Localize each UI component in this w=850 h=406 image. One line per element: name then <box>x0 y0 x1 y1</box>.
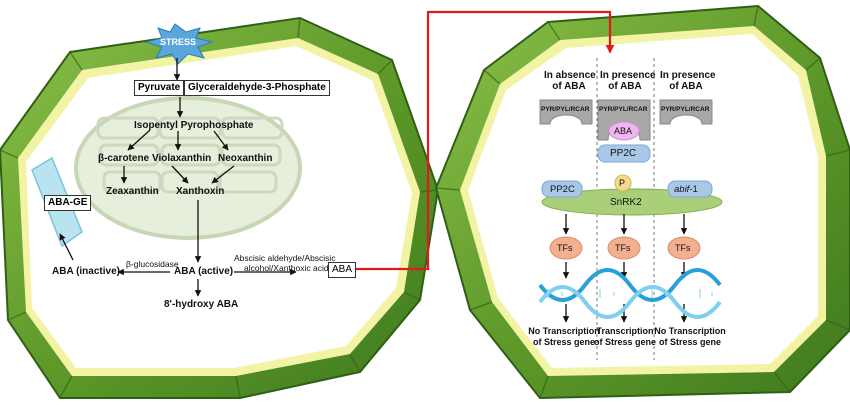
xanthoxic-acid-label: alcohol/Xanthoxic acid <box>244 263 329 273</box>
no-tx-2-line1: No Transcription <box>654 326 726 336</box>
col3-title: In presence of ABA <box>660 70 716 92</box>
col1-title-line1: In absence <box>544 70 596 81</box>
phosphate-label: P <box>619 178 626 188</box>
col3-title-line1: In presence <box>660 70 716 81</box>
col2-title-line1: In presence <box>600 70 656 81</box>
beta-glucosidase-label: β-glucosidase <box>126 259 179 269</box>
right-wall-segments <box>435 5 850 399</box>
abif1-shape <box>667 180 713 198</box>
stress-star-icon <box>144 23 214 65</box>
aba-in-receptor-label: ABA <box>614 126 633 136</box>
stress-label: STRESS <box>160 37 197 47</box>
left-wall-segments <box>0 17 439 399</box>
xanthoxin-label: Xanthoxin <box>176 186 225 197</box>
tf-label-3: TFs <box>675 243 691 253</box>
pp2c-bound-shape <box>597 144 651 163</box>
neoxanthin-label: Neoxanthin <box>218 153 273 164</box>
tf-label-2: TFs <box>615 243 631 253</box>
g3p-box: Glyceraldehyde-3-Phosphate <box>184 80 330 96</box>
receptor-label-3: PYR/PYL/RCAR <box>661 106 710 113</box>
tx-line2: of Stress gene <box>593 337 657 347</box>
zeaxanthin-label: Zeaxanthin <box>106 186 159 197</box>
receptor-label-2: PYR/PYL/RCAR <box>599 106 648 113</box>
tx-line1: Transcription <box>596 326 654 336</box>
tf-shape <box>549 236 583 260</box>
abif1-label-suffix: -1 <box>689 184 698 195</box>
pp2c-free-label: PP2C <box>550 184 575 195</box>
col2-title: In presence of ABA <box>600 70 656 92</box>
no-transcription-label-2: No Transcription of Stress gene <box>648 326 732 348</box>
aba-molecule-icon <box>608 121 640 141</box>
tf-shape <box>607 236 641 260</box>
pp2c-free-shape <box>541 180 583 198</box>
right-cell <box>434 4 850 400</box>
abif1-label: abif-1 <box>674 184 698 195</box>
no-tx-2-line2: of Stress gene <box>658 337 722 347</box>
col1-title-line2: of ABA <box>552 81 586 92</box>
phosphate-icon <box>614 174 632 192</box>
connector-arrow <box>352 10 615 271</box>
dna-rungs <box>547 289 713 298</box>
receptor-label-1: PYR/PYL/RCAR <box>541 106 590 113</box>
no-tx-1-line1: No Transcription <box>528 326 600 336</box>
aba-export-box: ABA <box>328 262 357 278</box>
dna-helix-icon <box>538 268 722 319</box>
col2-title-line2: of ABA <box>608 81 642 92</box>
aba-inactive-label: ABA (inactive) <box>52 266 120 277</box>
aba-ge-box: ABA-GE <box>44 195 92 211</box>
violaxanthin-label: Violaxanthin <box>152 153 212 164</box>
snrk2-label: SnRK2 <box>610 197 642 208</box>
aba-active-label: ABA (active) <box>174 266 234 277</box>
tf-shape <box>667 236 701 260</box>
beta-carotene-label: β-carotene <box>98 153 150 164</box>
transcription-label: Transcription of Stress gene <box>590 326 660 348</box>
abscisic-aldehyde-label: Abscisic aldehyde/Abscisic <box>234 253 336 263</box>
col1-title: In absence of ABA <box>544 70 596 92</box>
tf-label-1: TFs <box>557 243 573 253</box>
left-cell <box>0 16 440 399</box>
chloroplast <box>74 96 302 240</box>
left-pathway-arrows <box>59 58 297 297</box>
col3-title-line2: of ABA <box>669 81 703 92</box>
no-transcription-label-1: No Transcription of Stress gene <box>522 326 606 348</box>
pp2c-bound-label: PP2C <box>610 148 637 159</box>
hydroxy-aba-label: 8'-hydroxy ABA <box>164 299 239 310</box>
abif1-label-gene: abif <box>674 184 690 195</box>
no-tx-1-line2: of Stress gene <box>532 337 596 347</box>
ipp-label: Isopentyl Pyrophosphate <box>134 120 254 131</box>
pyruvate-box: Pyruvate <box>134 80 185 96</box>
